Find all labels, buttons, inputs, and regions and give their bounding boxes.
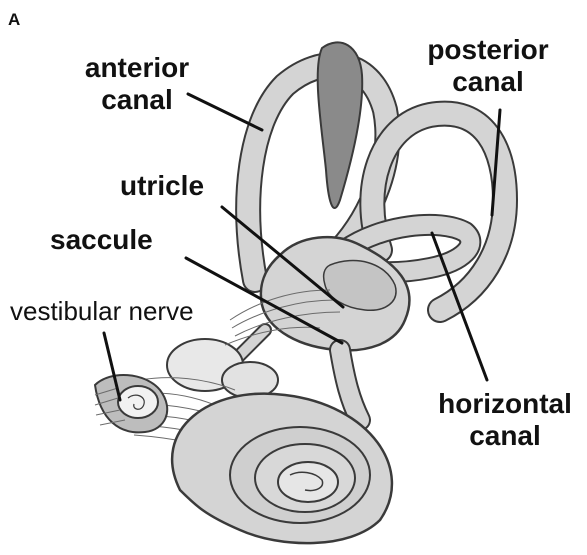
label-saccule: saccule	[50, 224, 153, 256]
endolymphatic-sac-shape	[318, 42, 363, 208]
label-utricle: utricle	[120, 170, 204, 202]
panel-letter: A	[8, 10, 20, 30]
label-posterior-canal: posterior canal	[408, 34, 568, 98]
label-vestibular-nerve: vestibular nerve	[10, 296, 194, 327]
vestibular-nerve-stump	[95, 375, 167, 432]
label-horizontal-canal: horizontal canal	[425, 388, 585, 452]
label-anterior-canal: anterior canal	[62, 52, 212, 116]
